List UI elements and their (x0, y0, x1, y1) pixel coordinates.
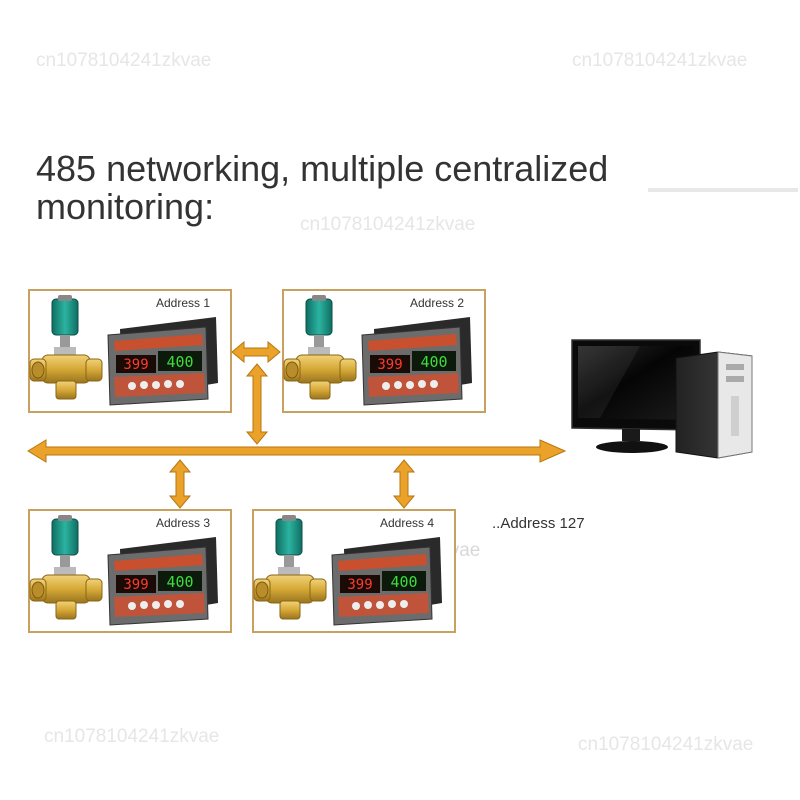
controller-display-icon: 399 400 (331, 537, 442, 626)
device-address-label: Address 1 (156, 296, 211, 310)
controller-display-icon: 399 400 (107, 537, 218, 626)
motorized-valve-icon (283, 295, 357, 400)
bidirectional-arrow-icon (231, 340, 281, 364)
monitor (571, 339, 701, 453)
watermark: cn1078104241zkvae (578, 734, 754, 755)
device-group-2: 399 400 (283, 295, 472, 406)
bidirectional-arrow-icon (392, 459, 416, 509)
bus-arrows (27, 340, 567, 509)
motorized-valve-icon (253, 515, 327, 620)
display-green-readout: 400 (390, 573, 417, 591)
pc-tower (675, 351, 753, 459)
watermark: cn1078104241zkvae (572, 50, 748, 71)
controller-display-icon: 399 400 (107, 317, 218, 406)
bidirectional-arrow-icon (168, 459, 192, 509)
motorized-valve-icon (29, 295, 103, 400)
device-group-1: 399 400 (29, 295, 218, 406)
display-green-readout: 400 (166, 353, 193, 371)
display-green-readout: 400 (166, 573, 193, 591)
display-red-readout: 399 (347, 577, 372, 593)
device-group-3: 399 400 (29, 515, 218, 626)
bidirectional-arrow-icon (245, 363, 269, 445)
display-red-readout: 399 (123, 357, 148, 373)
diagram-title: 485 networking, multiple centralized mon… (36, 148, 609, 227)
watermark: cn1078104241zkvae (36, 50, 212, 71)
decorative-streak (648, 188, 798, 192)
bidirectional-arrow-icon (27, 439, 567, 463)
controller-display-icon: 399 400 (361, 317, 472, 406)
desktop-computer-icon (571, 339, 753, 459)
device-address-label: Address 2 (410, 296, 465, 310)
motorized-valve-icon (29, 515, 103, 620)
device-address-label: Address 3 (156, 516, 211, 530)
watermark: cn1078104241zkvae (44, 726, 220, 747)
device-group-4: 399 400 (253, 515, 442, 626)
device-address-label: Address 4 (380, 516, 435, 530)
address-127-label: ..Address 127 (492, 515, 585, 532)
watermark: cn1078104241zkvae (300, 214, 476, 235)
display-red-readout: 399 (377, 357, 402, 373)
display-green-readout: 400 (420, 353, 447, 371)
display-red-readout: 399 (123, 577, 148, 593)
